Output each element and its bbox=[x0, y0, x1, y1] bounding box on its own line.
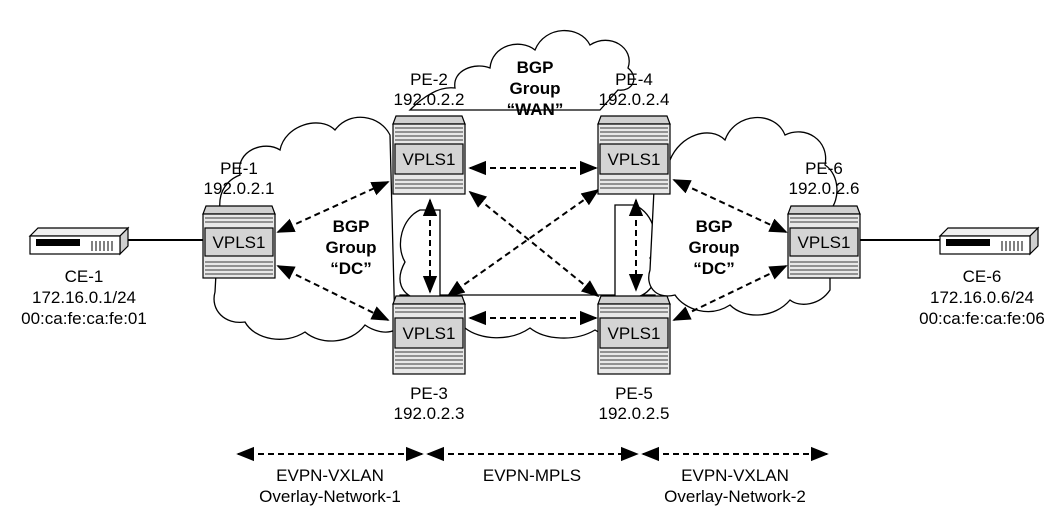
pe1-name: PE-1 bbox=[220, 159, 258, 178]
bgp-cloud-mid-left bbox=[399, 209, 441, 301]
session-pe1-pe3 bbox=[276, 265, 390, 321]
segment-1-line1: EVPN-VXLAN bbox=[276, 466, 384, 485]
session-pe2-pe5 bbox=[468, 190, 600, 298]
ce1-ip: 172.16.0.1/24 bbox=[32, 288, 136, 307]
ce1-mac: 00:ca:fe:ca:fe:01 bbox=[21, 309, 147, 328]
segment-1-line2: Overlay-Network-1 bbox=[259, 487, 401, 506]
pe3-service-label: VPLS1 bbox=[403, 324, 456, 343]
pe5-ip: 192.0.2.5 bbox=[599, 404, 670, 423]
pe6-service-label: VPLS1 bbox=[798, 233, 851, 252]
ce1-name: CE-1 bbox=[65, 267, 104, 286]
router-pe2 bbox=[392, 115, 466, 195]
pe1-service-label: VPLS1 bbox=[213, 233, 266, 252]
pe4-service-label: VPLS1 bbox=[608, 150, 661, 169]
pe5-name: PE-5 bbox=[615, 384, 653, 403]
pe5-service-label: VPLS1 bbox=[608, 324, 661, 343]
segment-3-line1: EVPN-VXLAN bbox=[681, 466, 789, 485]
ce1-device-icon bbox=[28, 226, 130, 256]
bgp-group-dc-right-line3: “DC” bbox=[693, 259, 735, 278]
pe1-ip: 192.0.2.1 bbox=[204, 179, 275, 198]
pe6-name: PE-6 bbox=[805, 159, 843, 178]
pe4-ip: 192.0.2.4 bbox=[599, 90, 670, 109]
router-pe1 bbox=[202, 205, 276, 279]
bgp-group-wan-line3: “WAN” bbox=[507, 100, 564, 119]
session-pe3-pe4 bbox=[446, 188, 600, 298]
bgp-group-dc-left-line3: “DC” bbox=[330, 259, 372, 278]
pe2-name: PE-2 bbox=[410, 70, 448, 89]
router-pe3 bbox=[392, 295, 466, 375]
bgp-group-wan-line1: BGP bbox=[517, 58, 554, 77]
bgp-cloud-wan bbox=[408, 29, 635, 111]
ce6-name: CE-6 bbox=[963, 267, 1002, 286]
bgp-group-dc-right-line2: Group bbox=[689, 238, 740, 257]
pe6-ip: 192.0.2.6 bbox=[789, 179, 860, 198]
ce6-mac: 00:ca:fe:ca:fe:06 bbox=[919, 309, 1045, 328]
router-pe5 bbox=[597, 295, 671, 375]
session-pe4-pe6 bbox=[672, 179, 788, 233]
session-pe1-pe2 bbox=[276, 181, 390, 233]
pe2-service-label: VPLS1 bbox=[403, 150, 456, 169]
pe2-ip: 192.0.2.2 bbox=[394, 90, 465, 109]
segment-3-line2: Overlay-Network-2 bbox=[664, 487, 806, 506]
ce6-device-icon bbox=[938, 226, 1040, 256]
bgp-sessions bbox=[276, 160, 788, 326]
pe4-name: PE-4 bbox=[615, 70, 653, 89]
pe3-ip: 192.0.2.3 bbox=[394, 404, 465, 423]
router-pe6 bbox=[787, 205, 861, 279]
bgp-group-wan-line2: Group bbox=[510, 79, 561, 98]
bgp-group-dc-right-line1: BGP bbox=[696, 217, 733, 236]
pe3-name: PE-3 bbox=[410, 384, 448, 403]
segment-2-line1: EVPN-MPLS bbox=[483, 466, 581, 485]
bgp-group-dc-left-line2: Group bbox=[326, 238, 377, 257]
bgp-group-dc-left-line1: BGP bbox=[333, 217, 370, 236]
ce6-ip: 172.16.0.6/24 bbox=[930, 288, 1034, 307]
session-pe5-pe6 bbox=[672, 265, 788, 321]
router-pe4 bbox=[597, 115, 671, 195]
